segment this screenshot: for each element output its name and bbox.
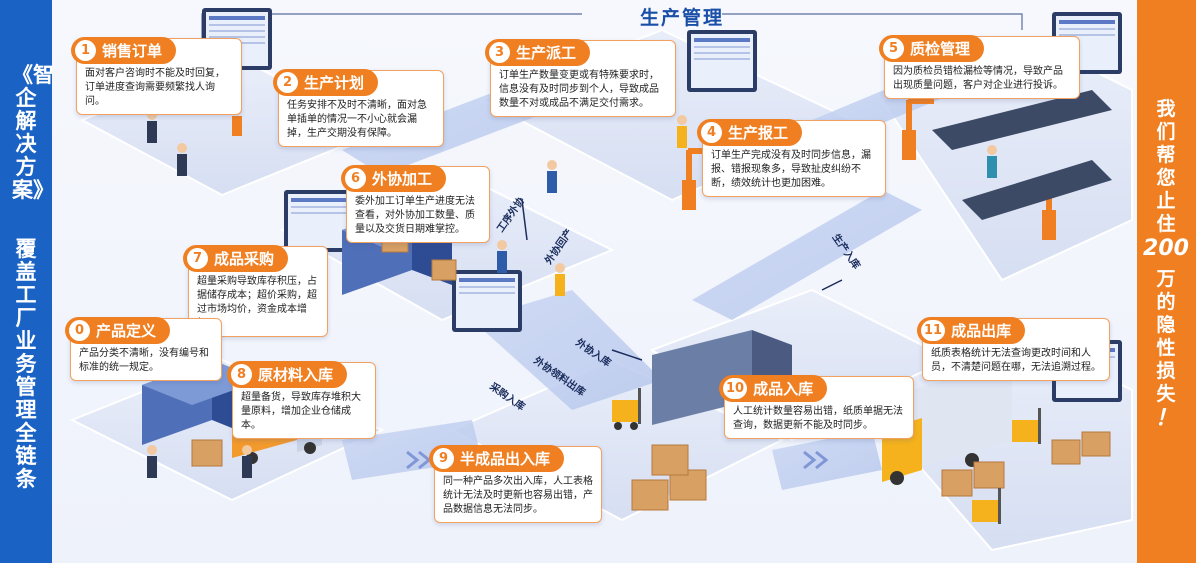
- step-header: 4 生产报工: [697, 119, 803, 146]
- step-card-semi-finished-io[interactable]: 9 半成品出入库 同一种产品多次出入库，人工表格统计无法及时更新也容易出错，产品数…: [429, 445, 602, 523]
- monitor-icon: [284, 190, 354, 252]
- step-description: 订单生产完成没有及时同步信息，漏报、错报现象多，导致扯皮纠纷不断，绩效统计也更加…: [711, 150, 871, 189]
- step-description: 面对客户咨询时不能及时回复，订单进度查询需要频繁找人询问。: [85, 68, 225, 107]
- left-title-solution: 《智企解决方案》: [12, 63, 54, 202]
- step-description: 超量备货，导致库存堆积大量原料，增加企业仓储成本。: [241, 392, 361, 431]
- step-number: 1: [75, 40, 96, 61]
- worker-figure-icon: [547, 160, 557, 193]
- step-title: 生产派工: [516, 44, 577, 62]
- forklift-icon: [1012, 408, 1041, 444]
- forklift-icon: [972, 488, 1001, 524]
- flow-arrow-icon: [821, 279, 843, 291]
- robot-arm-icon: [682, 148, 714, 210]
- step-header: 5 质检管理: [879, 35, 985, 62]
- worker-figure-icon: [177, 143, 187, 176]
- right-message-exclaim: ！: [1154, 406, 1177, 431]
- step-number: 7: [187, 248, 208, 269]
- monitor-icon: [452, 270, 522, 332]
- step-description: 纸质表格统计无法查询更改时间和人员，不清楚问题在哪，无法追溯过程。: [931, 348, 1101, 373]
- step-header: 7 成品采购: [183, 245, 289, 272]
- worker-figure-icon: [147, 445, 157, 478]
- step-title: 成品采购: [214, 250, 275, 268]
- step-number: 10: [723, 378, 748, 399]
- step-number: 9: [433, 448, 454, 469]
- step-header: 3 生产派工: [485, 39, 591, 66]
- forklift-icon: [612, 388, 641, 430]
- step-description: 产品分类不清晰，没有编号和标准的统一规定。: [79, 348, 209, 373]
- monitor-icon: [687, 30, 757, 92]
- step-card-finished-goods-in[interactable]: 10 成品入库 人工统计数量容易出错，纸质单据无法查询，数据更新不能及时同步。: [719, 375, 914, 439]
- right-message-part2: 万的隐性损失: [1156, 268, 1176, 405]
- step-card-raw-material-in[interactable]: 8 原材料入库 超量备货，导致库存堆积大量原料，增加企业仓储成本。: [227, 361, 376, 439]
- step-title: 销售订单: [102, 42, 163, 60]
- right-message-number: 200: [1143, 236, 1189, 261]
- left-banner: [0, 0, 52, 563]
- step-number: 11: [921, 320, 946, 341]
- step-number: 2: [277, 72, 298, 93]
- flow-arrow-icon: [611, 349, 643, 361]
- worker-figure-icon: [555, 263, 565, 296]
- step-description: 因为质检员错检漏检等情况，导致产品出现质量问题，客户对企业进行投诉。: [893, 66, 1063, 91]
- chevron-arrow-icon: [803, 450, 829, 470]
- step-card-sales-order[interactable]: 1 销售订单 面对客户咨询时不能及时回复，订单进度查询需要频繁找人询问。: [71, 37, 242, 115]
- step-title: 生产报工: [728, 124, 789, 142]
- step-header: 6 外协加工: [341, 165, 447, 192]
- step-title: 成品入库: [753, 380, 814, 398]
- step-header: 1 销售订单: [71, 37, 177, 64]
- step-description: 委外加工订单生产进度无法查看，对外协加工数量、质量以及交货日期难掌控。: [355, 196, 475, 235]
- step-card-dispatch[interactable]: 3 生产派工 订单生产数量变更或有特殊要求时，信息没有及时同步到个人，导致成品数量…: [485, 39, 676, 117]
- step-card-production-plan[interactable]: 2 生产计划 任务安排不及时不清晰，面对急单插单的情况一不小心就会漏掉，生产交期没…: [273, 69, 444, 147]
- flow-arrow-icon: [521, 199, 528, 241]
- step-card-work-report[interactable]: 4 生产报工 订单生产完成没有及时同步信息，漏报、错报现象多，导致扯皮纠纷不断，绩…: [697, 119, 886, 197]
- step-title: 半成品出入库: [460, 450, 551, 468]
- step-header: 8 原材料入库: [227, 361, 348, 388]
- step-card-finished-goods-out[interactable]: 11 成品出库 纸质表格统计无法查询更改时间和人员，不清楚问题在哪，无法追溯过程。: [917, 317, 1110, 381]
- worker-figure-icon: [242, 445, 252, 478]
- step-number: 0: [69, 320, 90, 341]
- step-number: 3: [489, 42, 510, 63]
- step-title: 成品出库: [951, 322, 1012, 340]
- step-number: 8: [231, 364, 252, 385]
- left-title-coverage: 覆盖工厂业务管理全链条: [15, 237, 37, 491]
- step-number: 4: [701, 122, 722, 143]
- worker-figure-icon: [497, 240, 507, 273]
- factory-scene: 生产管理 1 销售订单 面对客户咨询时不能及时回复，订单进度查询需要频繁找人询问。…: [52, 0, 1137, 563]
- step-title: 原材料入库: [258, 366, 334, 384]
- right-message-part1: 我们帮您止住: [1156, 98, 1176, 235]
- step-title: 质检管理: [910, 40, 971, 58]
- header-title: 生产管理: [639, 7, 724, 29]
- step-header: 10 成品入库: [719, 375, 828, 402]
- road-quality-finished: [692, 190, 922, 320]
- step-header: 0 产品定义: [65, 317, 171, 344]
- step-description: 订单生产数量变更或有特殊要求时，信息没有及时同步到个人，导致成品数量不对或成品不…: [499, 70, 659, 109]
- worker-figure-icon: [987, 145, 997, 178]
- step-header: 2 生产计划: [273, 69, 379, 96]
- step-title: 生产计划: [304, 74, 365, 92]
- step-description: 任务安排不及时不清晰，面对急单插单的情况一不小心就会漏掉，生产交期没有保障。: [287, 100, 427, 139]
- conveyor-belt-icon: [932, 90, 1112, 220]
- step-description: 人工统计数量容易出错，纸质单据无法查询，数据更新不能及时同步。: [733, 406, 903, 431]
- step-card-quality-control[interactable]: 5 质检管理 因为质检员错检漏检等情况，导致产品出现质量问题，客户对企业进行投诉。: [879, 35, 1080, 99]
- step-header: 11 成品出库: [917, 317, 1026, 344]
- right-banner: [1137, 0, 1196, 563]
- worker-figure-icon: [677, 115, 687, 148]
- step-card-product-definition[interactable]: 0 产品定义 产品分类不清晰，没有编号和标准的统一规定。: [65, 317, 222, 381]
- step-number: 6: [345, 168, 366, 189]
- step-description: 同一种产品多次出入库，人工表格统计无法及时更新也容易出错，产品数据信息无法同步。: [443, 476, 593, 515]
- step-title: 外协加工: [372, 170, 433, 188]
- step-card-outsourcing[interactable]: 6 外协加工 委外加工订单生产进度无法查看，对外协加工数量、质量以及交货日期难掌控…: [341, 165, 490, 243]
- robot-arm-icon: [902, 98, 934, 160]
- step-header: 9 半成品出入库: [429, 445, 565, 472]
- step-number: 5: [883, 38, 904, 59]
- step-title: 产品定义: [96, 322, 157, 340]
